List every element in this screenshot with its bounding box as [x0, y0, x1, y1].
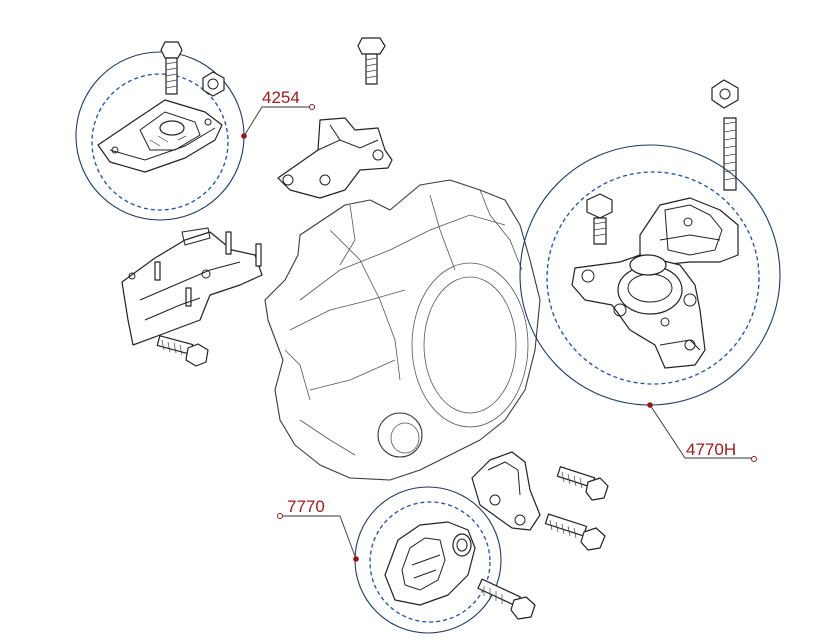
bolt-lower-mount [477, 578, 536, 620]
bolt-right-inner [586, 193, 613, 245]
bracket-left [121, 227, 263, 346]
leader-end-4254 [309, 104, 315, 110]
leader-dot-4254 [241, 133, 247, 139]
mount-body-right [571, 254, 706, 369]
bolt-lower-left [156, 335, 209, 367]
dashed-circle-right [546, 171, 760, 385]
leader-dot-4770H [647, 402, 653, 408]
leader-end-4770H [751, 456, 757, 462]
leader-line-4254 [243, 106, 310, 137]
leader-line-4770H [649, 404, 752, 459]
mount-bracket-right-upper [639, 197, 739, 266]
dashed-circle-upper-left [91, 73, 229, 211]
leader-dot-7770 [353, 556, 359, 562]
callout-label-4770H[interactable]: 4770H [686, 440, 736, 459]
bracket-upper-middle [277, 117, 393, 199]
transmission-housing [264, 179, 541, 481]
bolt-lower-right-2 [544, 513, 606, 551]
bolt-top-center [357, 37, 386, 85]
callout-label-7770[interactable]: 7770 [287, 497, 325, 516]
callout-label-4254[interactable]: 4254 [262, 88, 300, 107]
mount-bracket-lower [384, 521, 476, 606]
bolt-upper-left [160, 41, 183, 95]
leader-line-7770 [282, 515, 357, 560]
leader-end-7770 [277, 513, 283, 519]
dashed-circle-lower [369, 501, 491, 623]
nut-upper-left [202, 71, 225, 97]
nut-upper-right [711, 79, 739, 109]
bracket-lower-right [471, 451, 541, 531]
stud-upper-right [723, 117, 737, 191]
mount-group-upper-left: 4254 [75, 41, 315, 221]
bolt-lower-right-1 [556, 466, 609, 501]
mount-group-right: 4770H [519, 144, 781, 462]
mount-bracket-upper-left [97, 99, 223, 173]
mount-group-lower: 7770 [277, 486, 536, 634]
